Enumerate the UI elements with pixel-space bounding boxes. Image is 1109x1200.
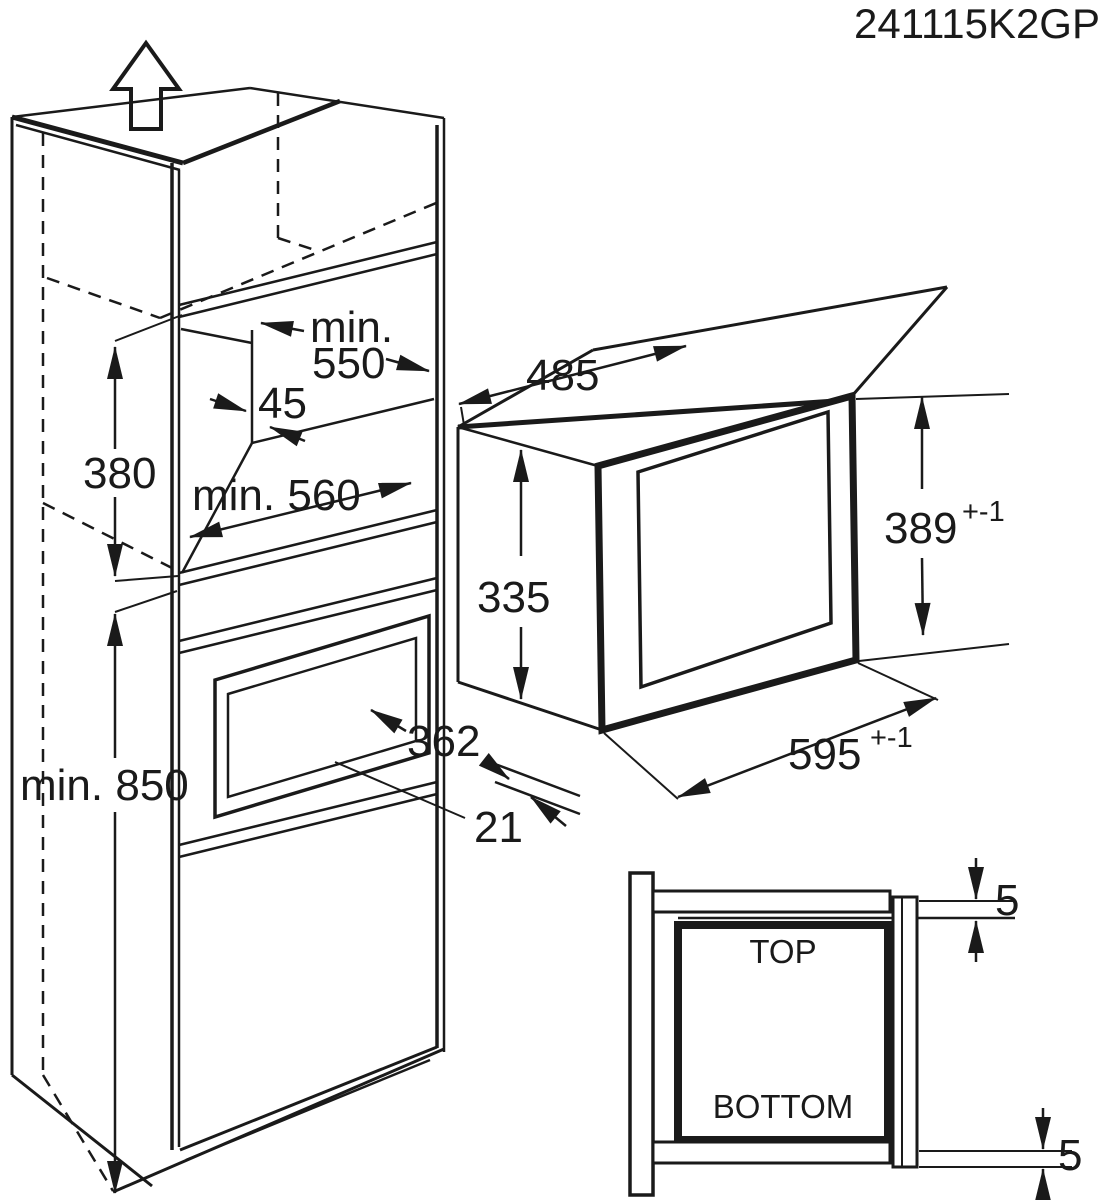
- niche-width-prefix-label: min.: [310, 303, 393, 352]
- section-wall-left: [628, 871, 655, 1197]
- oven-line: [457, 680, 603, 732]
- plinth-height-dimension: min. 850: [20, 590, 189, 1194]
- oven-front-width-dimension: 595 +-1: [603, 662, 939, 800]
- section-shelf-bottom: [651, 1140, 892, 1165]
- side-clearance-dimension: 45: [209, 379, 307, 447]
- niche-line: [180, 327, 253, 345]
- cabinet-line: [494, 762, 581, 798]
- section-door-panel: [891, 895, 919, 1169]
- cabinet-line: [178, 792, 438, 859]
- niche-height-dimension: 380: [83, 314, 183, 582]
- cabinet-line: [178, 780, 438, 847]
- oven-front-height-label: 389: [884, 504, 957, 553]
- extract-direction-arrow-icon: [109, 39, 183, 131]
- cabinet-line: [11, 86, 251, 119]
- niche-height-label: 380: [83, 449, 156, 498]
- section-top-gap-dimension: 5: [919, 858, 1019, 962]
- section-view-drawing: TOP BOTTOM 5 5: [628, 858, 1082, 1200]
- door-dimension-label: 362: [407, 717, 480, 766]
- cabinet-hidden-line: [42, 501, 181, 574]
- oven-door-window: [636, 409, 833, 690]
- door-dimension: 362: [370, 708, 510, 780]
- niche-width-value-label: 550: [312, 339, 385, 388]
- cabinet-line: [182, 98, 341, 166]
- oven-line: [457, 397, 851, 430]
- oven-line: [457, 425, 599, 468]
- oven-line: [592, 285, 948, 352]
- section-bottom-label: BOTTOM: [713, 1088, 854, 1125]
- cabinet-hidden-line: [46, 276, 161, 320]
- cabinet-line: [178, 588, 438, 655]
- cabinet-hidden-line: [41, 1074, 115, 1192]
- oven-body-height-dimension: 335: [477, 449, 550, 700]
- cabinet-dimensions: 380 min. 850 min. 550 45 min. 560: [20, 303, 567, 1194]
- oven-depth-dimension: 485: [458, 344, 687, 426]
- front-gap-label: 21: [474, 803, 523, 852]
- oven-drawing: 335 485 389 +-1 595 +-1: [456, 285, 1010, 800]
- cabinet-line: [11, 1073, 153, 1188]
- part-number: 241115K2GP: [854, 0, 1100, 47]
- cabinet-hidden-line: [277, 236, 319, 253]
- niche-depth-dimension: min. 560: [189, 471, 412, 539]
- oven-depth-label: 485: [526, 351, 599, 400]
- cabinet-line: [334, 761, 466, 819]
- section-oven-body: [674, 921, 892, 1144]
- section-bottom-gap-dimension: 5: [919, 1108, 1082, 1200]
- front-gap-dimension: 21: [474, 796, 567, 852]
- oven-front-width-label: 595: [788, 730, 861, 779]
- cabinet-line: [178, 240, 438, 307]
- cabinet-line: [15, 123, 181, 172]
- oven-front-width-tolerance: +-1: [870, 722, 913, 754]
- side-clearance-label: 45: [258, 379, 307, 428]
- oven-line: [850, 286, 949, 397]
- cabinet-line: [178, 252, 438, 319]
- oven-front-height-tolerance: +-1: [962, 496, 1005, 528]
- cabinet-drawing: [10, 39, 581, 1194]
- section-top-gap-label: 5: [995, 876, 1019, 925]
- cabinet-door-window-outer: [213, 613, 431, 820]
- oven-front-height-dimension: 389 +-1: [855, 393, 1010, 662]
- section-shelf-top: [651, 889, 892, 914]
- cabinet-door-window-inner: [226, 636, 418, 799]
- cabinet-line: [179, 1045, 438, 1152]
- cabinet-line: [11, 114, 184, 166]
- cabinet-base-line: [112, 1047, 445, 1194]
- plinth-height-label: min. 850: [20, 761, 189, 810]
- niche-width-dimension: min. 550: [260, 303, 430, 388]
- niche-depth-label: min. 560: [192, 471, 361, 520]
- oven-body-height-label: 335: [477, 573, 550, 622]
- section-bottom-gap-label: 5: [1058, 1131, 1082, 1180]
- cabinet-line: [249, 86, 445, 120]
- section-top-label: TOP: [749, 933, 816, 970]
- cabinet-line: [178, 576, 438, 643]
